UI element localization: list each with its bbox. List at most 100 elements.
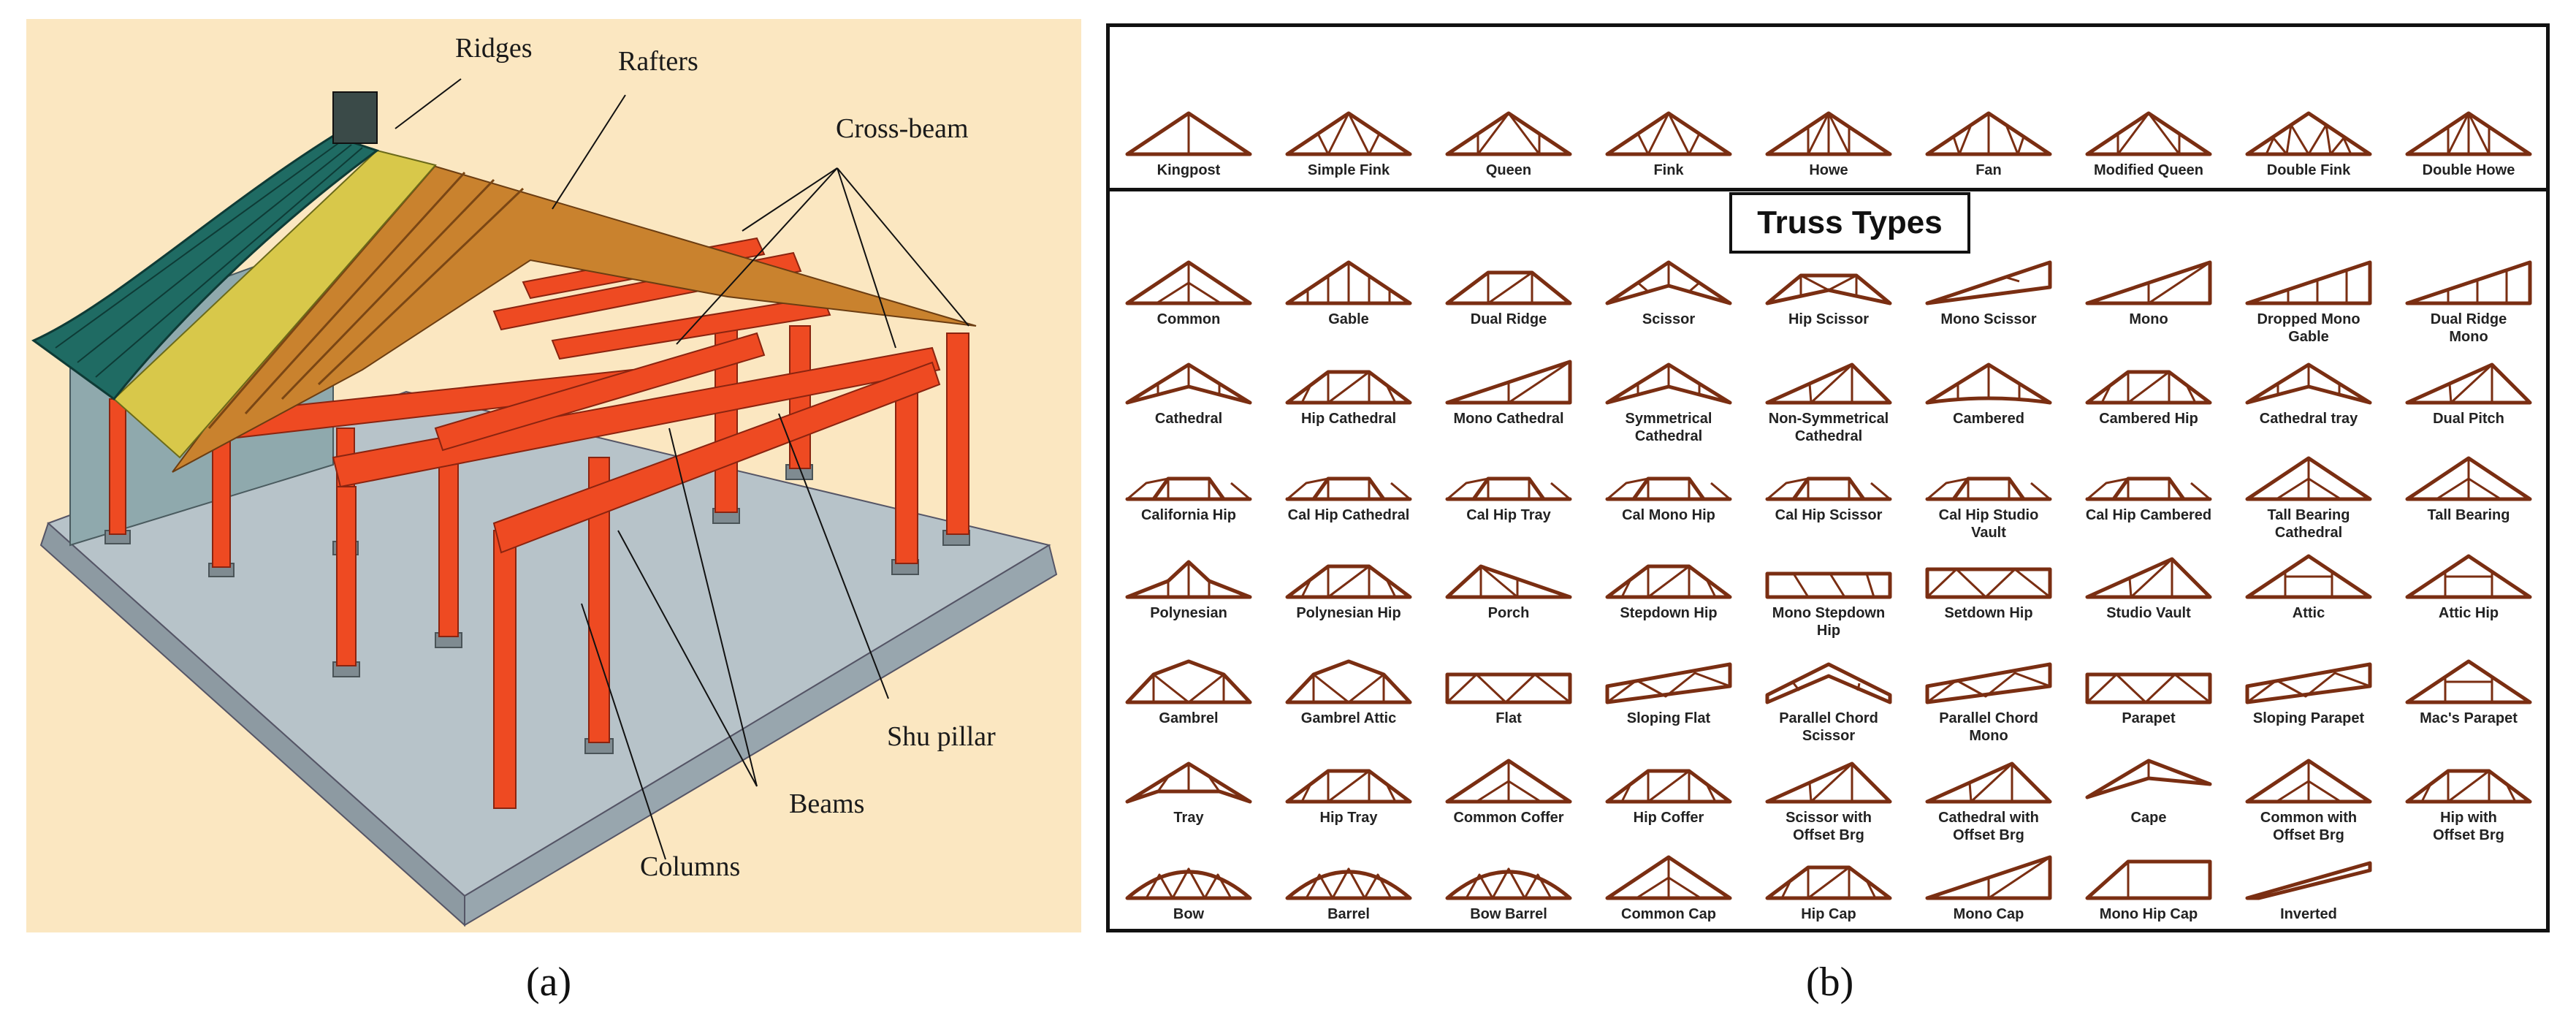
truss-label: Attic (2292, 605, 2325, 621)
truss-web (1479, 565, 1519, 598)
truss-item: Bow Barrel (1436, 853, 1582, 946)
truss-diagram-icon (2245, 554, 2372, 599)
truss-item: Cal Hip Studio Vault (1916, 454, 2062, 547)
truss-item: Tall Bearing Cathedral (2236, 454, 2382, 547)
truss-diagram-icon (1125, 560, 1252, 599)
truss-item: Simple Fink (1276, 109, 1422, 202)
truss-item: Cathedral tray (2236, 357, 2382, 451)
truss-outline (2405, 659, 2532, 704)
truss-web (1465, 867, 1552, 900)
truss-label: Dual Ridge Mono (2430, 311, 2507, 345)
truss-diagram-icon (1285, 260, 1412, 305)
truss-item: Tray (1116, 756, 1262, 850)
truss-diagram-icon (1445, 360, 1572, 405)
truss-outline (2405, 260, 2532, 305)
truss-diagram-icon (1125, 659, 1252, 704)
truss-item: Double Howe (2396, 109, 2542, 202)
truss-label: Parallel Chord Scissor (1779, 710, 1878, 744)
truss-label: Dual Ridge (1470, 311, 1547, 327)
truss-label: Scissor (1642, 311, 1696, 327)
truss-label: Gable (1328, 311, 1369, 327)
truss-label: Porch (1487, 605, 1530, 621)
truss-outline (2085, 759, 2212, 799)
truss-web (2287, 270, 2348, 303)
truss-web (2265, 123, 2352, 156)
truss-label: Parapet (2122, 710, 2176, 726)
truss-label: Bow (1173, 906, 1205, 922)
truss-label: Sloping Flat (1626, 710, 1711, 726)
truss-web (2276, 458, 2341, 501)
truss-label: Kingpost (1156, 162, 1221, 178)
truss-item: Cal Mono Hip (1596, 454, 1742, 547)
truss-outline (1285, 870, 1412, 900)
truss-web (1127, 477, 1251, 501)
truss-diagram-icon (1925, 362, 2052, 405)
truss-label: Polynesian (1150, 605, 1227, 621)
truss-label: Inverted (2280, 906, 2337, 922)
truss-label: Cambered (1953, 411, 2024, 427)
truss-diagram-icon (2405, 659, 2532, 704)
truss-web (2128, 558, 2173, 598)
truss-web (1447, 477, 1571, 501)
tile-lines (55, 141, 363, 378)
truss-diagram-icon (1925, 662, 2052, 704)
truss-item: Cal Hip Scissor (1756, 454, 1902, 547)
truss-label: Howe (1809, 162, 1848, 178)
truss-outline (2405, 362, 2532, 405)
truss-label: Scissor with Offset Brg (1786, 810, 1872, 843)
truss-outline (1125, 870, 1252, 900)
truss-diagram-icon (2245, 456, 2372, 501)
truss-label: Stepdown Hip (1620, 605, 1718, 621)
truss-web (2276, 365, 2341, 395)
truss-item: Mono Scissor (1916, 258, 2062, 352)
truss-outline (1445, 672, 1572, 704)
truss-item: Scissor (1596, 258, 1742, 352)
truss-diagram-icon (1445, 672, 1572, 704)
truss-outline (2245, 861, 2372, 900)
truss-diagram-icon (2405, 769, 2532, 804)
truss-item: Dropped Mono Gable (2236, 258, 2382, 352)
truss-diagram-icon (1925, 855, 2052, 900)
truss-item: Fink (1596, 109, 1742, 202)
truss-item: Mono Stepdown Hip (1756, 552, 1902, 645)
truss-web (1300, 770, 1397, 803)
truss-diagram-icon (2085, 859, 2212, 900)
truss-web (1637, 262, 1700, 293)
truss-web (2116, 112, 2181, 155)
truss-diagram-icon (1125, 867, 1252, 900)
truss-label: Attic Hip (2438, 605, 2499, 621)
truss-outline (2085, 859, 2212, 900)
truss-web (1476, 761, 1542, 803)
truss-web (2147, 261, 2211, 305)
truss-web (1620, 770, 1717, 803)
truss-outline (1605, 476, 1732, 501)
truss-label: Common Coffer (1453, 810, 1564, 826)
truss-web (2447, 270, 2508, 303)
truss-label: Cal Mono Hip (1622, 507, 1715, 523)
truss-diagram-icon (1925, 111, 2052, 156)
truss-web (1792, 573, 1875, 598)
truss-item: Cal Hip Tray (1436, 454, 1582, 547)
truss-label: Flat (1495, 710, 1522, 726)
truss-diagram-icon (1445, 270, 1572, 305)
truss-item: Dual Pitch (2396, 357, 2542, 451)
truss-item: Hip Cap (1756, 853, 1902, 946)
ridge-ornament (332, 91, 378, 144)
truss-outline (1765, 273, 1892, 305)
truss-item: Hip Scissor (1756, 258, 1902, 352)
label-beams: Beams (789, 788, 865, 819)
truss-item: Cambered (1916, 357, 2062, 451)
truss-label: Mono (2129, 311, 2168, 327)
truss-diagram-icon (2245, 861, 2372, 900)
caption-a: (a) (526, 960, 572, 1005)
truss-web (2086, 673, 2211, 704)
truss-diagram-icon (1765, 865, 1892, 900)
truss-item: Stepdown Hip (1596, 552, 1742, 645)
truss-item: Cal Hip Cambered (2076, 454, 2222, 547)
truss-diagram-icon (2085, 557, 2212, 599)
truss-label: Cathedral (1154, 411, 1223, 427)
truss-outline (1605, 362, 1732, 405)
truss-label: Hip Cathedral (1300, 411, 1397, 427)
truss-web (1306, 262, 1391, 303)
